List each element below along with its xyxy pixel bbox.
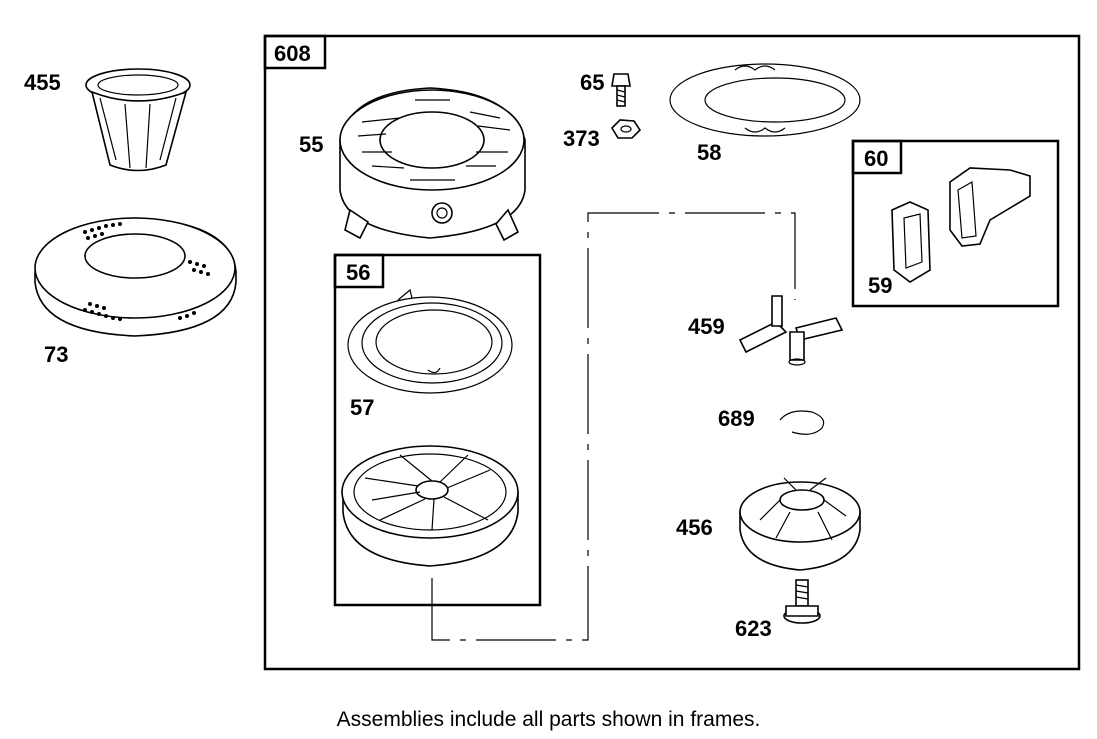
part-623-screw — [783, 579, 821, 624]
part-57-spring — [347, 288, 513, 394]
part-59-handle — [891, 167, 1031, 283]
frame-60-label: 60 — [864, 146, 888, 171]
frame-608-label: 608 — [274, 41, 311, 66]
frame-56-label-box — [333, 253, 385, 289]
frame-56 — [333, 253, 542, 607]
part-689-ring — [779, 410, 825, 435]
part-58-rope — [669, 63, 861, 137]
part-455-cup — [85, 68, 191, 172]
frame-56-label: 56 — [346, 260, 370, 285]
frame-60-label-box — [851, 139, 903, 175]
label-373: 373 — [563, 126, 600, 151]
part-65-screw — [611, 73, 631, 107]
footer-note: Assemblies include all parts shown in fr… — [336, 708, 761, 731]
label-623: 623 — [735, 616, 772, 641]
part-pulley — [341, 445, 519, 567]
part-73-screen — [34, 217, 237, 337]
part-459-pawls — [738, 295, 844, 366]
label-689: 689 — [718, 406, 755, 431]
label-65: 65 — [580, 70, 604, 95]
frame-60 — [851, 139, 1060, 308]
label-73: 73 — [44, 342, 68, 367]
part-456-ratchet — [739, 477, 861, 571]
label-55: 55 — [299, 132, 323, 157]
label-455: 455 — [24, 70, 61, 95]
label-459: 459 — [688, 314, 725, 339]
frame-608 — [263, 34, 1081, 671]
connection-line — [431, 212, 796, 641]
label-57: 57 — [350, 395, 374, 420]
frame-608-label-box — [263, 34, 327, 70]
label-59: 59 — [868, 273, 892, 298]
label-58: 58 — [697, 140, 721, 165]
label-456: 456 — [676, 515, 713, 540]
part-373-nut — [610, 119, 642, 139]
part-55-housing — [339, 87, 526, 242]
